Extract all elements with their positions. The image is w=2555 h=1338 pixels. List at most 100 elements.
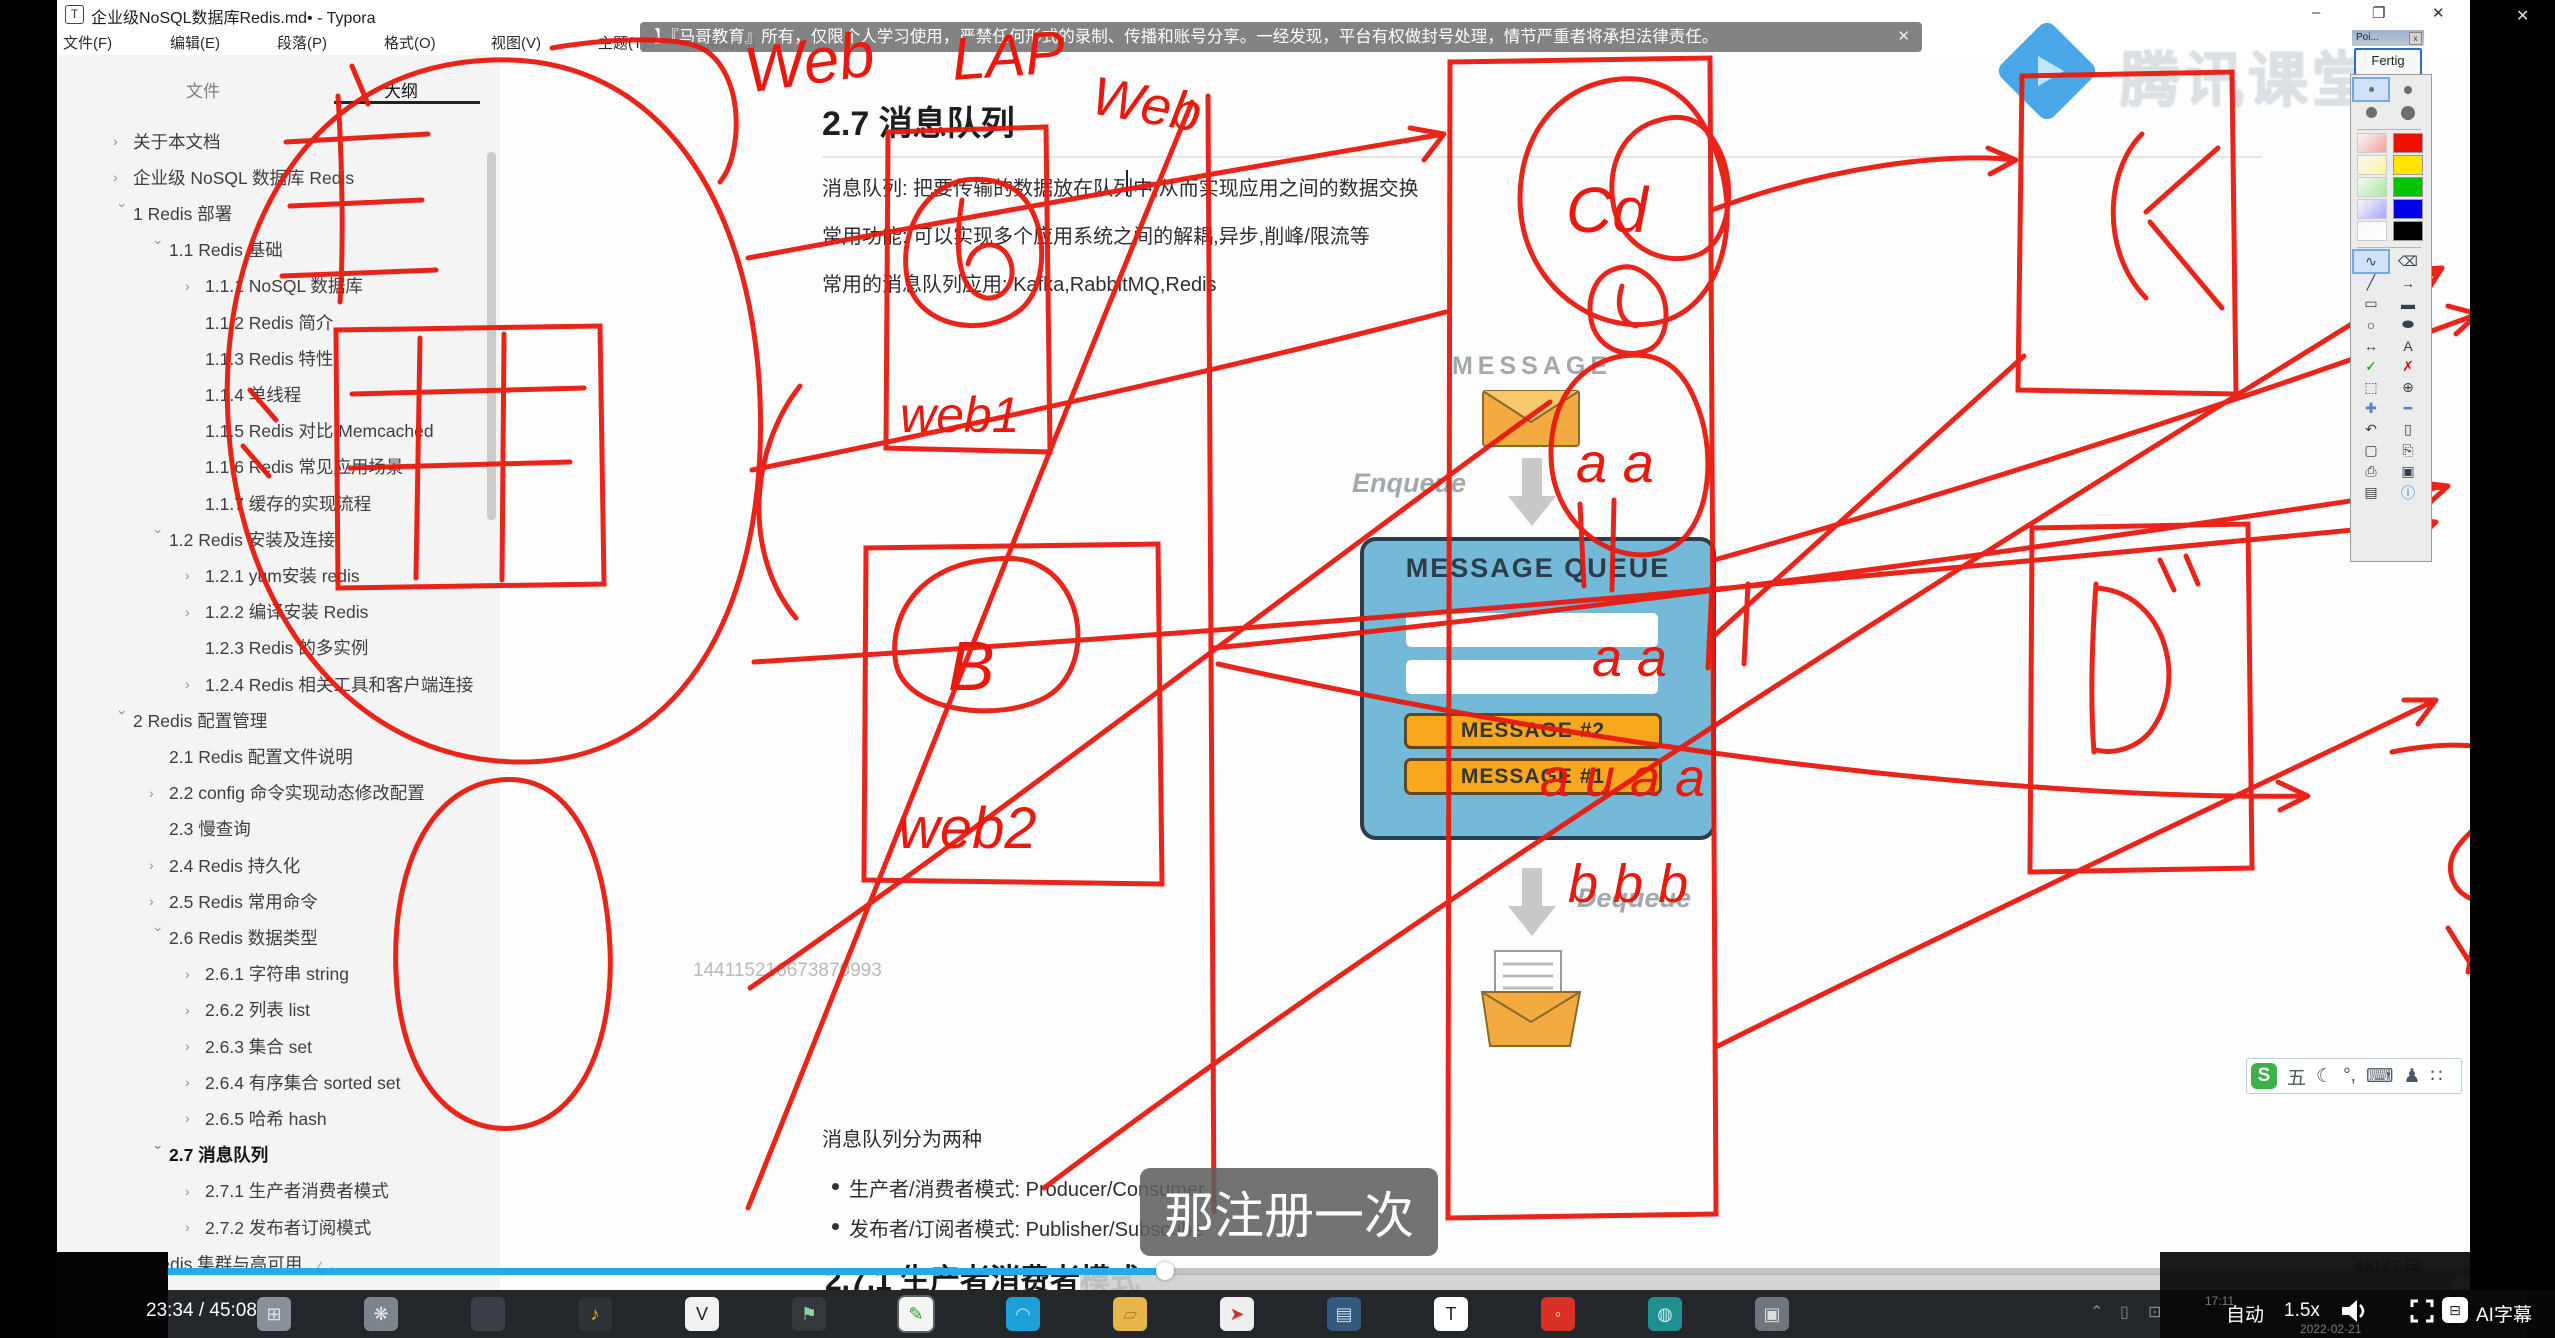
rectangle-tool[interactable]: ▭ xyxy=(2364,295,2378,311)
sidebar-scrollbar[interactable] xyxy=(487,152,496,520)
app-gray-icon[interactable]: ▣ xyxy=(1755,1297,1789,1331)
pen-tool[interactable]: ∿ xyxy=(2352,249,2390,274)
color-white-black-light[interactable] xyxy=(2357,221,2387,241)
info-panel[interactable]: ▤ xyxy=(2364,484,2378,500)
chevron-down-icon[interactable]: › xyxy=(151,529,167,534)
save[interactable]: ▣ xyxy=(2401,463,2415,479)
sidebar-item-9[interactable]: 1.1.6 Redis 常见应用场景 xyxy=(185,454,403,480)
quality-button[interactable]: 自动 xyxy=(2226,1305,2265,1326)
app-edge-icon[interactable]: ◠ xyxy=(1006,1297,1040,1331)
pen-size-8[interactable] xyxy=(2391,79,2425,100)
ellipse-tool[interactable]: ○ xyxy=(2366,316,2376,333)
sogou-logo-icon[interactable]: S xyxy=(2251,1063,2277,1089)
sidebar-item-19[interactable]: 2.3 慢查询 xyxy=(149,816,251,842)
sidebar-item-3[interactable]: ›1.1 Redis 基础 xyxy=(149,237,283,263)
color-red-solid[interactable] xyxy=(2393,133,2423,153)
sidebar-item-7[interactable]: 1.1.4 单线程 xyxy=(185,381,301,407)
eraser-tool[interactable]: ⌫ xyxy=(2398,253,2418,269)
chevron-down-icon[interactable]: › xyxy=(151,1144,167,1150)
filled-ellipse-tool[interactable]: ⬬ xyxy=(2402,316,2414,332)
chevron-right-icon[interactable]: › xyxy=(185,1219,190,1235)
sidebar-item-29[interactable]: ›2.7.1 生产者消费者模式 xyxy=(185,1178,389,1204)
menu-item-1[interactable]: 编辑(E) xyxy=(170,35,220,52)
chevron-right-icon[interactable]: › xyxy=(113,133,118,149)
chevron-right-icon[interactable]: › xyxy=(149,857,154,873)
chevron-right-icon[interactable]: › xyxy=(185,965,190,982)
app-vnc-icon[interactable]: V xyxy=(685,1297,719,1331)
sidebar-item-17[interactable]: 2.1 Redis 配置文件说明 xyxy=(149,743,353,769)
chevron-right-icon[interactable]: › xyxy=(185,1074,190,1091)
sidebar-item-18[interactable]: ›2.2 config 命令实现动态修改配置 xyxy=(149,780,425,806)
app-notepad-icon[interactable]: ✎ xyxy=(897,1295,935,1333)
chevron-down-icon[interactable]: › xyxy=(115,710,131,715)
check-tool[interactable]: ✓ xyxy=(2365,358,2377,374)
pointofix-titlebar[interactable]: Poi... x xyxy=(2352,30,2424,46)
video-progress-bar[interactable] xyxy=(0,1262,2555,1280)
chevron-right-icon[interactable]: › xyxy=(185,1001,190,1018)
sidebar-item-12[interactable]: ›1.2.1 yum安装 redis xyxy=(185,562,360,588)
menu-item-0[interactable]: 文件(F) xyxy=(63,35,113,52)
sidebar-item-21[interactable]: ›2.5 Redis 常用命令 xyxy=(149,888,318,914)
sidebar-item-27[interactable]: ›2.6.5 哈希 hash xyxy=(185,1105,327,1131)
sidebar-item-13[interactable]: ›1.2.2 编译安装 Redis xyxy=(185,599,368,625)
close-button[interactable]: ✕ xyxy=(2432,5,2445,22)
ime-item-4[interactable]: ♟ xyxy=(2403,1065,2421,1087)
app-vmware-icon[interactable]: ▤ xyxy=(1327,1297,1361,1331)
sidebar-item-15[interactable]: ›1.2.4 Redis 相关工具和客户端连接 xyxy=(185,671,473,697)
chevron-right-icon[interactable]: › xyxy=(185,1038,190,1054)
chevron-right-icon[interactable]: › xyxy=(185,1110,190,1127)
text-tool[interactable]: A xyxy=(2403,337,2413,354)
sidebar-item-32[interactable]: ›常用面试题 xyxy=(113,1286,221,1291)
menu-item-3[interactable]: 格式(O) xyxy=(384,35,436,52)
fullscreen-icon[interactable] xyxy=(2410,1299,2434,1323)
select-tool[interactable]: ⬚ xyxy=(2364,379,2378,395)
sidebar-item-16[interactable]: ›2 Redis 配置管理 xyxy=(113,707,267,733)
increase-size[interactable]: ✚ xyxy=(2365,400,2377,416)
chevron-right-icon[interactable]: › xyxy=(185,567,190,584)
color-blue-solid[interactable] xyxy=(2393,199,2423,219)
chevron-right-icon[interactable]: › xyxy=(185,1182,190,1199)
sidebar-item-28[interactable]: ›2.7 消息队列 xyxy=(149,1142,268,1168)
chevron-down-icon[interactable]: › xyxy=(151,927,167,933)
ime-item-2[interactable]: °, xyxy=(2343,1065,2356,1086)
app-typora-icon[interactable]: T xyxy=(1434,1297,1468,1331)
sidebar-item-2[interactable]: ›1 Redis 部署 xyxy=(113,200,232,226)
ime-item-3[interactable]: ⌨ xyxy=(2365,1065,2394,1087)
app-red-icon[interactable]: ◦ xyxy=(1541,1297,1575,1331)
app-obs-icon[interactable]: ❋ xyxy=(364,1297,398,1331)
chevron-down-icon[interactable]: › xyxy=(115,203,131,209)
pen-size-11[interactable] xyxy=(2354,102,2388,123)
arrow-tool[interactable]: → xyxy=(2401,274,2415,291)
sidebar-item-1[interactable]: ›企业级 NoSQL 数据库 Redis xyxy=(113,164,354,190)
sidebar-item-6[interactable]: 1.1.3 Redis 特性 xyxy=(185,345,333,371)
sidebar-item-26[interactable]: ›2.6.4 有序集合 sorted set xyxy=(185,1069,401,1095)
pen-size-14[interactable] xyxy=(2391,102,2425,123)
chevron-right-icon[interactable]: › xyxy=(185,676,190,692)
ai-subtitle-icon[interactable]: ⊟ xyxy=(2442,1297,2468,1323)
app-dark-icon[interactable] xyxy=(471,1297,505,1331)
sidebar-item-4[interactable]: ›1.1.1 NoSQL 数据库 xyxy=(185,273,363,299)
minimize-button[interactable]: – xyxy=(2312,4,2321,21)
double-arrow-tool[interactable]: ↔ xyxy=(2364,337,2378,354)
color-yellow-light[interactable] xyxy=(2357,155,2387,175)
sidebar-item-14[interactable]: 1.2.3 Redis 的多实例 xyxy=(185,635,368,661)
undo[interactable]: ↶ xyxy=(2365,421,2377,437)
maximize-button[interactable]: ❐ xyxy=(2372,5,2386,22)
ime-item-1[interactable]: ☾ xyxy=(2316,1065,2334,1087)
sidebar-item-11[interactable]: ›1.2 Redis 安装及连接 xyxy=(149,526,335,552)
chevron-right-icon[interactable]: › xyxy=(113,169,118,186)
input-method-bar[interactable]: S 五 ☾ °, ⌨ ♟ ∷ xyxy=(2246,1058,2462,1094)
app-folder-icon[interactable]: ▱ xyxy=(1113,1297,1147,1331)
pointofix-done-button[interactable]: Fertig xyxy=(2354,48,2422,76)
ime-item-5[interactable]: ∷ xyxy=(2430,1065,2443,1087)
color-green-light[interactable] xyxy=(2357,177,2387,197)
speed-button[interactable]: 1.5x xyxy=(2284,1300,2320,1321)
ime-item-0[interactable]: 五 xyxy=(2287,1067,2307,1089)
ai-subtitle-button[interactable]: AI字幕 xyxy=(2476,1305,2532,1326)
app-music-icon[interactable]: ♪ xyxy=(578,1297,612,1331)
sidebar-item-8[interactable]: 1.1.5 Redis 对比 Memcached xyxy=(185,418,434,444)
line-tool[interactable]: ╱ xyxy=(2366,274,2376,290)
pointofix-close-icon[interactable]: x xyxy=(2409,32,2422,45)
sidebar-item-20[interactable]: ›2.4 Redis 持久化 xyxy=(149,852,300,878)
new-page[interactable]: ▢ xyxy=(2364,442,2378,458)
